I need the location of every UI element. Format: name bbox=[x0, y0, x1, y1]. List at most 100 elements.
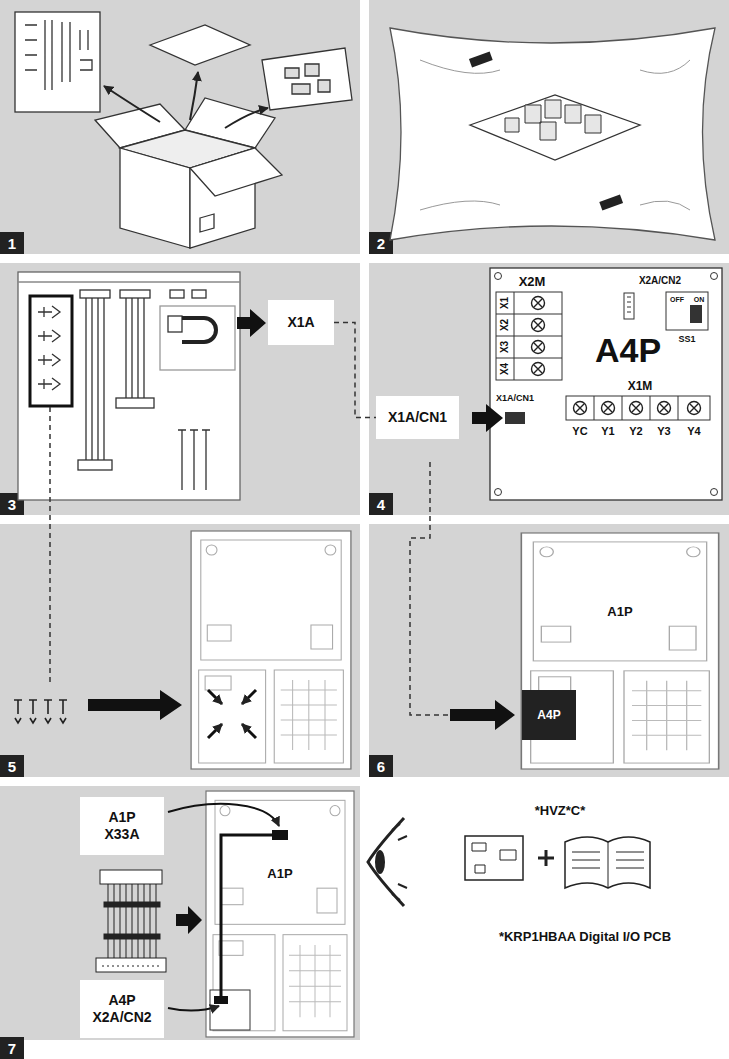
step-tab bbox=[0, 232, 24, 254]
terminal-name: X2M bbox=[519, 275, 546, 288]
pin-name: YC bbox=[572, 426, 587, 437]
standoff-group bbox=[30, 296, 72, 406]
indoor-board bbox=[206, 791, 354, 1037]
panel bbox=[0, 524, 360, 777]
pin-name: Y2 bbox=[629, 426, 642, 437]
connector-name: X1A/CN1 bbox=[496, 394, 534, 403]
pin-name: X3 bbox=[500, 341, 510, 353]
screw bbox=[602, 402, 615, 415]
terminal-block bbox=[496, 292, 562, 380]
pin-name: Y4 bbox=[687, 426, 700, 437]
block-arrow bbox=[450, 700, 515, 730]
label-box: A1PX33A bbox=[80, 797, 164, 855]
dashed-leader bbox=[49, 407, 51, 686]
board-name: A1P bbox=[607, 605, 632, 618]
box-text: X33A bbox=[90, 826, 154, 843]
cable-plug bbox=[120, 290, 150, 298]
indoor-board bbox=[191, 531, 351, 769]
pin-name: X1 bbox=[500, 297, 510, 309]
part-description: *KRP1HBAA Digital I/O PCB bbox=[499, 930, 671, 943]
dip-switch bbox=[666, 292, 708, 330]
kit-contents bbox=[18, 272, 240, 500]
terminal-name: X1M bbox=[628, 380, 653, 392]
label-box: X1A/CN1 bbox=[376, 396, 459, 439]
hole bbox=[711, 273, 718, 280]
book-lines bbox=[572, 842, 644, 888]
terminal-block bbox=[566, 396, 710, 420]
small-part bbox=[170, 290, 184, 298]
box-text: X2A/CN2 bbox=[90, 1009, 154, 1026]
arrow bbox=[168, 804, 279, 826]
box-flap bbox=[190, 148, 282, 196]
board-name: A4P bbox=[537, 709, 560, 721]
step-tab bbox=[369, 232, 393, 254]
zip-line bbox=[18, 281, 240, 282]
box-text: A1P bbox=[90, 809, 154, 826]
bag bbox=[390, 28, 715, 240]
switch-slider bbox=[690, 305, 702, 323]
dashed-leader bbox=[410, 462, 448, 715]
step-number: 6 bbox=[377, 759, 385, 774]
panel bbox=[369, 263, 729, 515]
step-number: 7 bbox=[8, 1041, 16, 1056]
panel bbox=[0, 786, 360, 1040]
step-tab bbox=[0, 232, 393, 1059]
box-text: A4P bbox=[90, 992, 154, 1009]
board-name: A4P bbox=[595, 333, 661, 367]
wires bbox=[108, 884, 156, 958]
box-unpacking bbox=[15, 12, 352, 248]
screw bbox=[630, 402, 643, 415]
screw bbox=[532, 297, 545, 310]
pcb-relays bbox=[285, 64, 330, 94]
arrow bbox=[208, 690, 222, 704]
a4p-board bbox=[490, 268, 722, 500]
jumper-frame bbox=[160, 306, 235, 370]
step-number: 2 bbox=[377, 236, 385, 251]
eye-ball bbox=[375, 850, 385, 874]
panel bbox=[369, 524, 729, 777]
box-text: X1A bbox=[282, 314, 320, 331]
pin-name: X2 bbox=[500, 319, 510, 331]
terminal-lines bbox=[496, 292, 562, 380]
terminal-lines bbox=[594, 396, 678, 420]
block-arrow bbox=[88, 690, 182, 720]
arrow bbox=[242, 690, 256, 704]
screw bbox=[688, 402, 701, 415]
block-arrow bbox=[472, 404, 503, 432]
label-box: A4PX2A/CN2 bbox=[80, 980, 164, 1038]
antistatic-bag bbox=[390, 28, 715, 240]
relays bbox=[505, 100, 601, 140]
mount-holes bbox=[495, 273, 718, 496]
pin-name: Y1 bbox=[601, 426, 614, 437]
cable-tie bbox=[104, 902, 160, 907]
arrow bbox=[190, 72, 198, 120]
screw bbox=[658, 402, 671, 415]
cable-wires bbox=[126, 298, 144, 398]
pcb-outline bbox=[465, 836, 523, 880]
box-side bbox=[120, 148, 190, 248]
cable-wires bbox=[86, 298, 104, 460]
connector bbox=[214, 996, 228, 1004]
connector bbox=[272, 830, 288, 840]
pcb-icon bbox=[465, 836, 523, 880]
arrow bbox=[208, 724, 222, 738]
box-text: X1A/CN1 bbox=[388, 409, 447, 426]
pcb-bag bbox=[262, 48, 352, 110]
connector-name: X2A/CN2 bbox=[639, 276, 681, 286]
block-arrow bbox=[176, 906, 202, 934]
pin-name: X4 bbox=[500, 363, 510, 375]
small-part bbox=[192, 290, 206, 298]
screw bbox=[532, 319, 545, 332]
pins bbox=[102, 966, 160, 967]
standoff-symbol bbox=[38, 306, 60, 390]
connector bbox=[624, 293, 634, 319]
unpack-arrows bbox=[104, 72, 268, 128]
pcb-outline bbox=[490, 268, 722, 500]
connector bbox=[505, 412, 525, 424]
kit-bag bbox=[18, 272, 240, 500]
box-label bbox=[200, 214, 214, 232]
a4p-module bbox=[522, 690, 576, 740]
sheet bbox=[150, 25, 250, 65]
